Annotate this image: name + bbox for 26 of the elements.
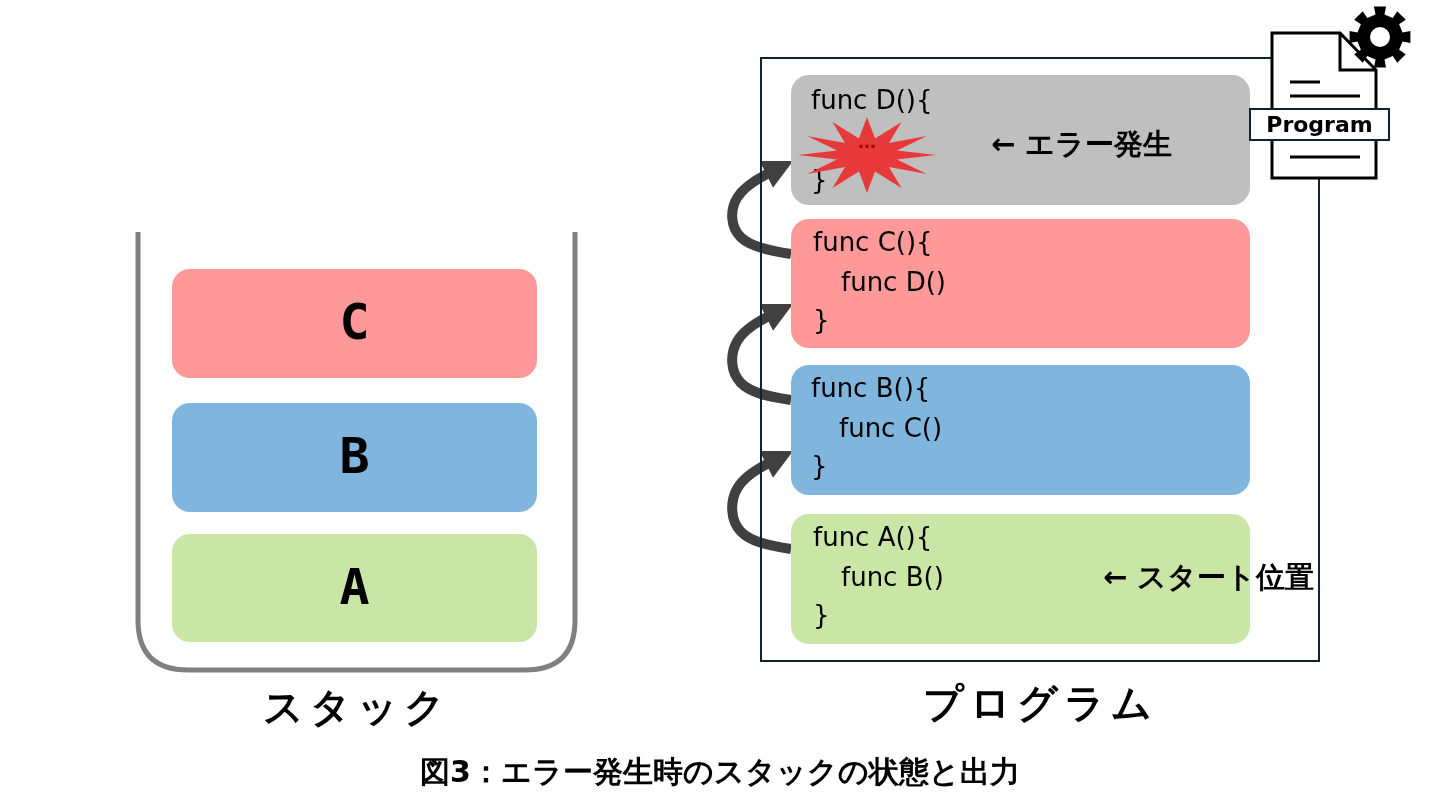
- section-heading: スタック: [261, 683, 452, 732]
- code-line: func C(){: [813, 227, 933, 257]
- code-line: }: [813, 600, 830, 630]
- ellipsis-text: …: [857, 131, 877, 152]
- stack-frame-label: A: [338, 558, 371, 616]
- code-line: }: [813, 305, 830, 335]
- stack-frame-block: [172, 534, 537, 642]
- code-block: [791, 365, 1250, 495]
- stack-frame-block: [172, 403, 537, 512]
- caption: 図3：エラー発生時のスタックの状態と出力: [419, 753, 1021, 791]
- code-line: func B(): [841, 562, 944, 592]
- code-line: func D(): [841, 267, 946, 297]
- annotation: ← エラー発生: [991, 126, 1173, 163]
- code-line: func A(){: [813, 522, 933, 552]
- program-tag: Program: [1249, 108, 1390, 141]
- code-line: func D(){: [811, 85, 933, 115]
- code-block: [791, 75, 1250, 205]
- stack-frame-label: C: [338, 293, 371, 351]
- code-block: [791, 219, 1250, 348]
- code-line: func B(){: [811, 373, 931, 403]
- section-heading: プログラム: [921, 679, 1159, 728]
- annotation: ← スタート位置: [1103, 559, 1315, 596]
- code-line: }: [811, 451, 828, 481]
- code-line: func C(): [839, 413, 943, 443]
- stack-frame-label: B: [338, 427, 371, 485]
- stack-frame-block: [172, 269, 537, 378]
